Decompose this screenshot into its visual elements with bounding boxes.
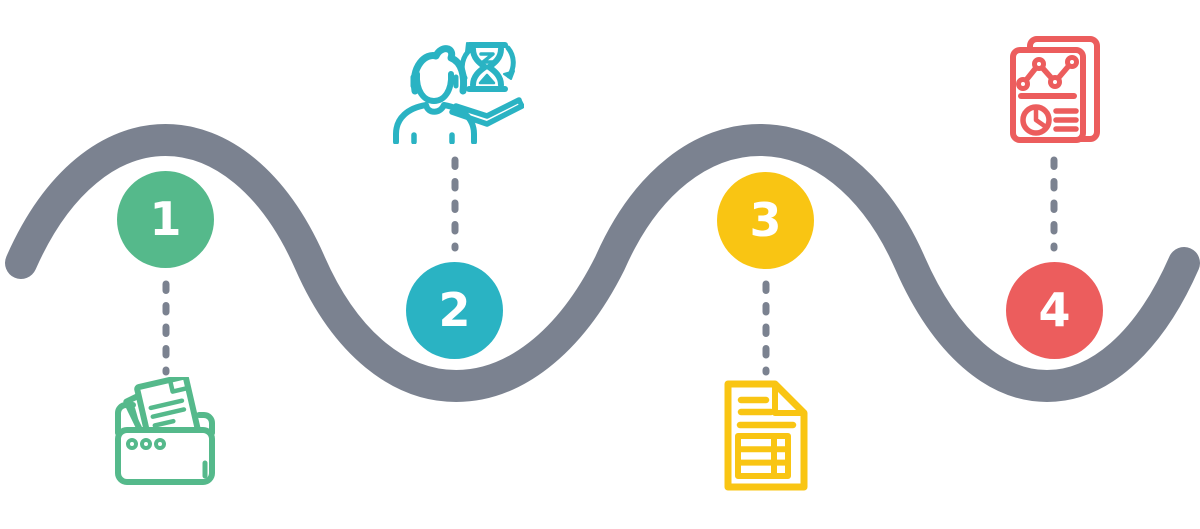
- folder-documents-icon: [110, 377, 222, 485]
- report-charts-icon: [1008, 34, 1104, 150]
- step-number-4: 4: [1038, 282, 1071, 337]
- person-hourglass-icon: [388, 34, 524, 144]
- step-circle-4: 4: [1006, 262, 1103, 359]
- step-number-3: 3: [749, 192, 782, 247]
- wave-path: [5, 124, 1200, 402]
- step-number-2: 2: [438, 282, 471, 337]
- step-circle-3: 3: [717, 172, 814, 269]
- document-table-icon: [716, 376, 816, 494]
- step-circle-1: 1: [117, 171, 214, 268]
- step-number-1: 1: [149, 191, 182, 246]
- step-circle-2: 2: [406, 262, 503, 359]
